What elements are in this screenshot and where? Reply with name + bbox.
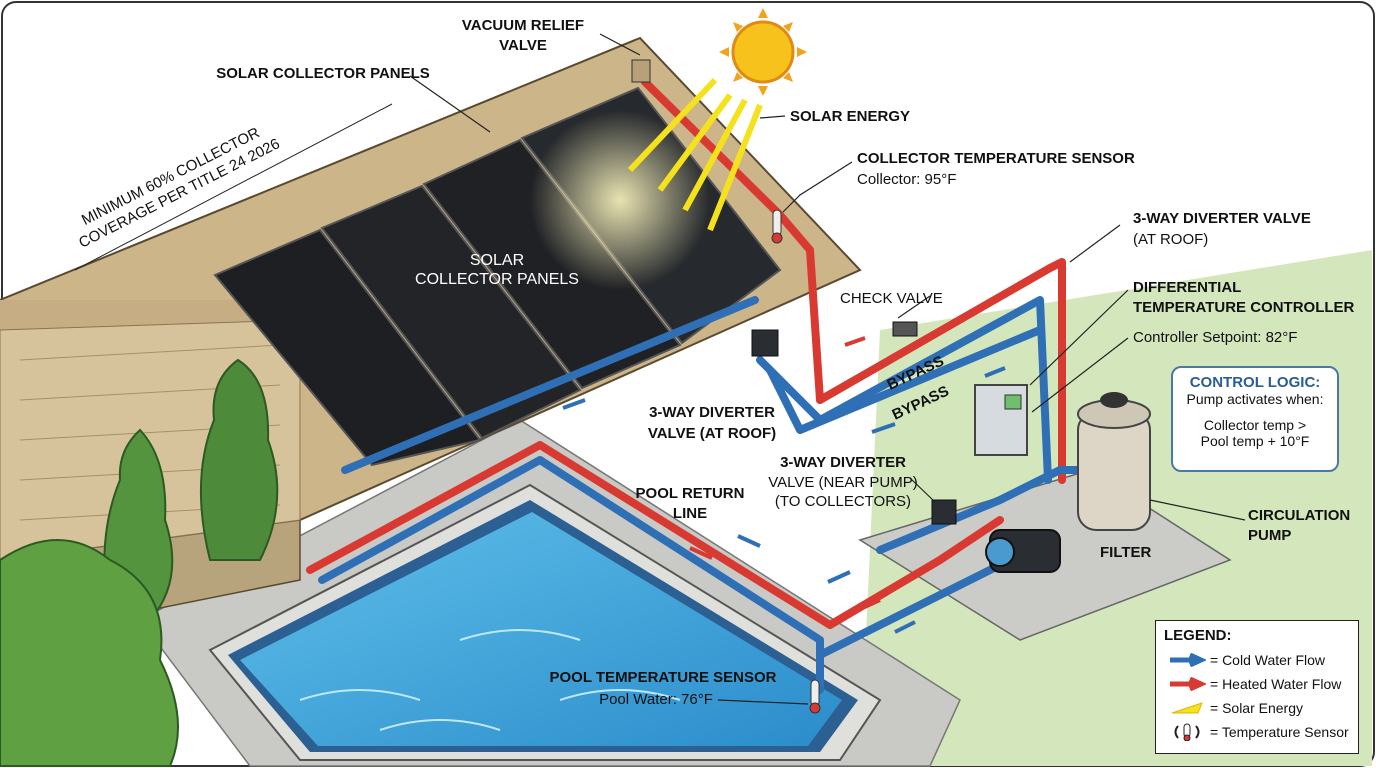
controller-setpoint-label: Controller Setpoint: 82°F (1133, 329, 1297, 346)
control-logic-line-2: Collector temp > (1203, 417, 1307, 433)
vacuum-relief-valve-label-2: VALVE (499, 37, 547, 54)
flow-arrows (562, 336, 1006, 634)
panels-center-label-2: COLLECTOR PANELS (415, 271, 579, 288)
pool-temperature-value: Pool Water: 76°F (599, 691, 713, 708)
legend-item: = Solar Energy (1164, 696, 1350, 720)
legend-item: = Heated Water Flow (1164, 672, 1350, 696)
pool-return-line-label-1: POOL RETURN (636, 485, 745, 502)
diverter-valve-pump-label-2: VALVE (NEAR PUMP) (768, 474, 917, 491)
control-logic-line-1: Pump activates when: (1186, 391, 1324, 407)
legend-label: = Cold Water Flow (1210, 652, 1326, 668)
circulation-pump-label-1: CIRCULATION (1248, 507, 1350, 524)
pipes (306, 78, 1086, 694)
diverter-valve-roof-right-label-2: (AT ROOF) (1133, 231, 1208, 248)
diverter-valve-pump-label-1: 3-WAY DIVERTER (780, 454, 906, 471)
collector-temperature-sensor-icon (771, 209, 783, 244)
diverter-valve-roof-left-label-1: 3-WAY DIVERTER (649, 404, 775, 421)
legend-label: = Heated Water Flow (1210, 676, 1342, 692)
diverter-valve-roof-right-label-1: 3-WAY DIVERTER VALVE (1133, 210, 1311, 227)
diverter-valve-pump-label-3: (TO COLLECTORS) (775, 493, 911, 510)
solar-rays (627, 77, 763, 232)
filter-tank (1077, 392, 1151, 531)
solar-collector-panels-label: SOLAR COLLECTOR PANELS (216, 65, 430, 82)
pool-return-line-label-2: LINE (673, 505, 707, 522)
sensor-icon (1164, 723, 1210, 741)
legend: LEGEND: = Cold Water Flow = Heated Water… (1155, 620, 1359, 754)
trees (0, 358, 279, 767)
circulation-pump-label-2: PUMP (1248, 527, 1291, 544)
blue-arrow-icon (1164, 653, 1210, 667)
legend-label: = Temperature Sensor (1210, 724, 1349, 740)
control-logic-box: CONTROL LOGIC: Pump activates when: Coll… (1171, 366, 1339, 472)
sun-icon (719, 8, 807, 96)
panels-center-label-1: SOLAR (470, 252, 524, 269)
legend-item: = Temperature Sensor (1164, 720, 1350, 744)
controller-box (974, 384, 1028, 456)
collector-temperature-value: Collector: 95°F (857, 171, 956, 188)
vacuum-relief-valve-label-1: VACUUM RELIEF (462, 17, 584, 34)
collector-temperature-sensor-label: COLLECTOR TEMPERATURE SENSOR (857, 150, 1135, 167)
vacuum-relief-valve (631, 59, 651, 83)
legend-item: = Cold Water Flow (1164, 648, 1350, 672)
red-arrow-icon (1164, 677, 1210, 691)
differential-controller-label-2: TEMPERATURE CONTROLLER (1133, 299, 1355, 316)
leader-lines (74, 33, 1246, 705)
filter-label: FILTER (1100, 544, 1152, 561)
control-logic-line-3: Pool temp + 10°F (1200, 433, 1310, 449)
legend-title: LEGEND: (1164, 627, 1232, 644)
solar-energy-label: SOLAR ENERGY (790, 108, 910, 125)
control-logic-title: CONTROL LOGIC: (1189, 374, 1321, 391)
sun-ray-icon (1164, 701, 1210, 715)
pump (985, 529, 1061, 573)
solar-collector-panels (213, 86, 782, 467)
pool-temperature-sensor-label: POOL TEMPERATURE SENSOR (550, 669, 777, 686)
legend-label: = Solar Energy (1210, 700, 1303, 716)
pool (208, 483, 882, 761)
check-valve (892, 321, 918, 337)
differential-controller-label-1: DIFFERENTIAL (1133, 279, 1241, 296)
diverter-valve-roof (751, 329, 779, 357)
diverter-valve-pump (931, 499, 957, 525)
diverter-valve-roof-left-label-2: VALVE (AT ROOF) (648, 425, 776, 442)
check-valve-label: CHECK VALVE (840, 290, 943, 307)
pool-temperature-sensor-icon (809, 679, 821, 714)
